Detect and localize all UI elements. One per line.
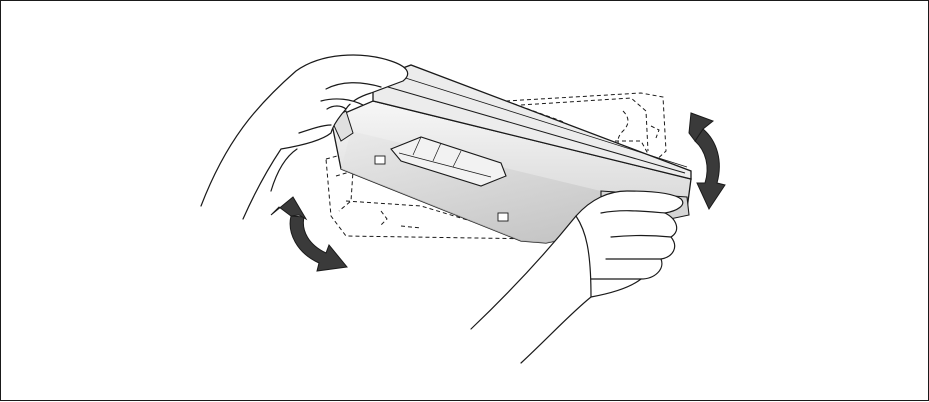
left-hand <box>200 54 409 220</box>
curved-double-arrow-icon <box>270 196 348 272</box>
right-hand <box>470 190 684 364</box>
curved-double-arrow-icon <box>688 112 726 211</box>
